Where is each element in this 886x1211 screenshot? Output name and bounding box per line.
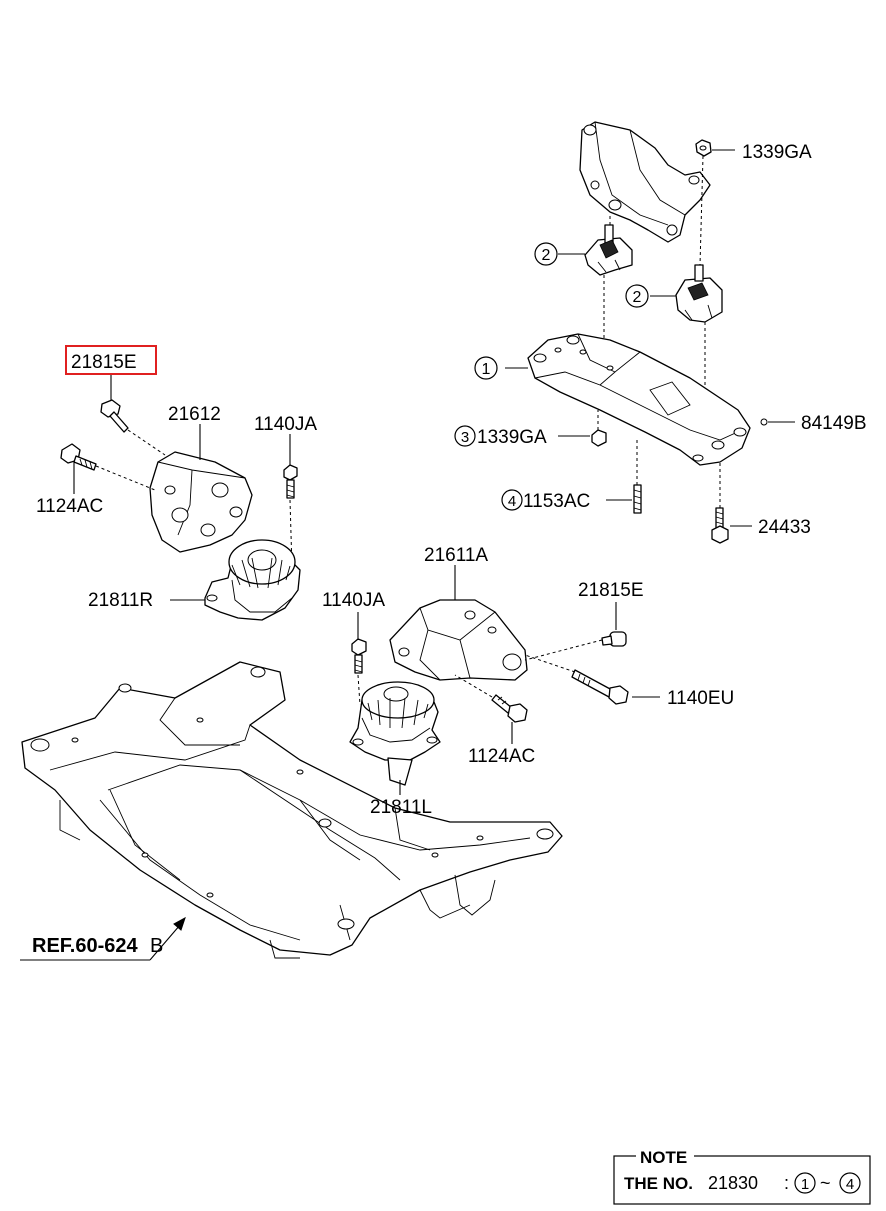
nut-1339GA-top[interactable] [695,139,712,157]
engine-mount-21811L[interactable] [349,681,441,786]
label-1339GA-3[interactable]: 1339GA [477,427,547,448]
ref-label: REF.60-624 [32,935,138,957]
note-tilde: ~ [820,1173,831,1193]
label-1339GA-top[interactable]: 1339GA [742,142,812,163]
label-21815E-top[interactable]: 21815E [71,352,137,373]
label-21611A[interactable]: 21611A [424,545,488,566]
bracket-21611A[interactable] [389,599,528,681]
note-to: 4 [846,1176,854,1193]
label-84149B[interactable]: 84149B [801,413,867,434]
engine-mount-21811R[interactable] [204,539,301,621]
assembly-line [357,674,361,706]
label-21815E-right[interactable]: 21815E [578,580,644,601]
callout-2-lower[interactable]: 2 [625,284,649,308]
note-colon: : [784,1173,789,1193]
bolt-21815E-left[interactable] [100,399,129,433]
svg-text:4: 4 [508,493,516,510]
bolt-1140JA-mid[interactable] [351,638,367,674]
callout-4[interactable]: 4 [501,489,523,511]
bracket-21612[interactable] [149,451,253,553]
nut-1339GA-3[interactable] [591,429,607,447]
label-21811L[interactable]: 21811L [370,797,432,818]
bolt-1140JA-left[interactable] [283,464,298,499]
label-24433[interactable]: 24433 [758,517,811,538]
label-1140JA-mid[interactable]: 1140JA [322,590,385,611]
assembly-line [699,155,704,266]
stud-1153AC[interactable] [633,484,642,514]
assembly-line [454,674,493,698]
svg-text:2: 2 [633,289,642,306]
leader-lines [73,149,795,795]
subframe[interactable] [21,661,563,959]
label-1153AC[interactable]: 1153AC [523,491,590,512]
note-the-no: THE NO. [624,1174,693,1193]
bolt-21815E-right[interactable] [601,631,627,647]
svg-text:3: 3 [461,429,469,446]
insulator-2-lower[interactable] [675,264,723,323]
label-21612[interactable]: 21612 [168,404,221,425]
note-title: NOTE [640,1148,687,1167]
note-number: 21830 [708,1173,758,1193]
label-1124AC-mid[interactable]: 1124AC [468,746,535,767]
bolt-1140EU[interactable] [571,669,629,705]
note-from: 1 [801,1176,809,1193]
transmission-crossmember[interactable] [527,333,751,466]
svg-text:2: 2 [542,247,551,264]
assembly-line [127,429,166,456]
label-1124AC-left[interactable]: 1124AC [36,496,103,517]
assembly-line [524,639,603,661]
svg-text:1: 1 [482,361,491,378]
bolt-1124AC-mid[interactable] [491,694,528,723]
ref-suffix-label: B [150,935,163,957]
label-1140JA-left[interactable]: 1140JA [254,414,317,435]
bolt-1124AC-left[interactable] [60,443,97,471]
note-box: NOTE THE NO. 21830 : 1 ~ 4 [613,1145,871,1205]
label-21811R[interactable]: 21811R [88,590,153,611]
highlight-box [65,345,157,375]
bolt-24433[interactable] [711,507,729,544]
label-1140EU[interactable]: 1140EU [667,688,734,709]
assembly-line [95,465,156,491]
insulator-2-upper[interactable] [584,224,633,276]
callout-3[interactable]: 3 [454,425,476,447]
transmission-upper-bracket[interactable] [579,121,711,243]
callout-2-upper[interactable]: 2 [534,242,558,266]
assembly-line [524,654,576,673]
callout-1[interactable]: 1 [474,356,498,380]
leader-dot [760,418,768,426]
ref-pointer [20,916,186,961]
